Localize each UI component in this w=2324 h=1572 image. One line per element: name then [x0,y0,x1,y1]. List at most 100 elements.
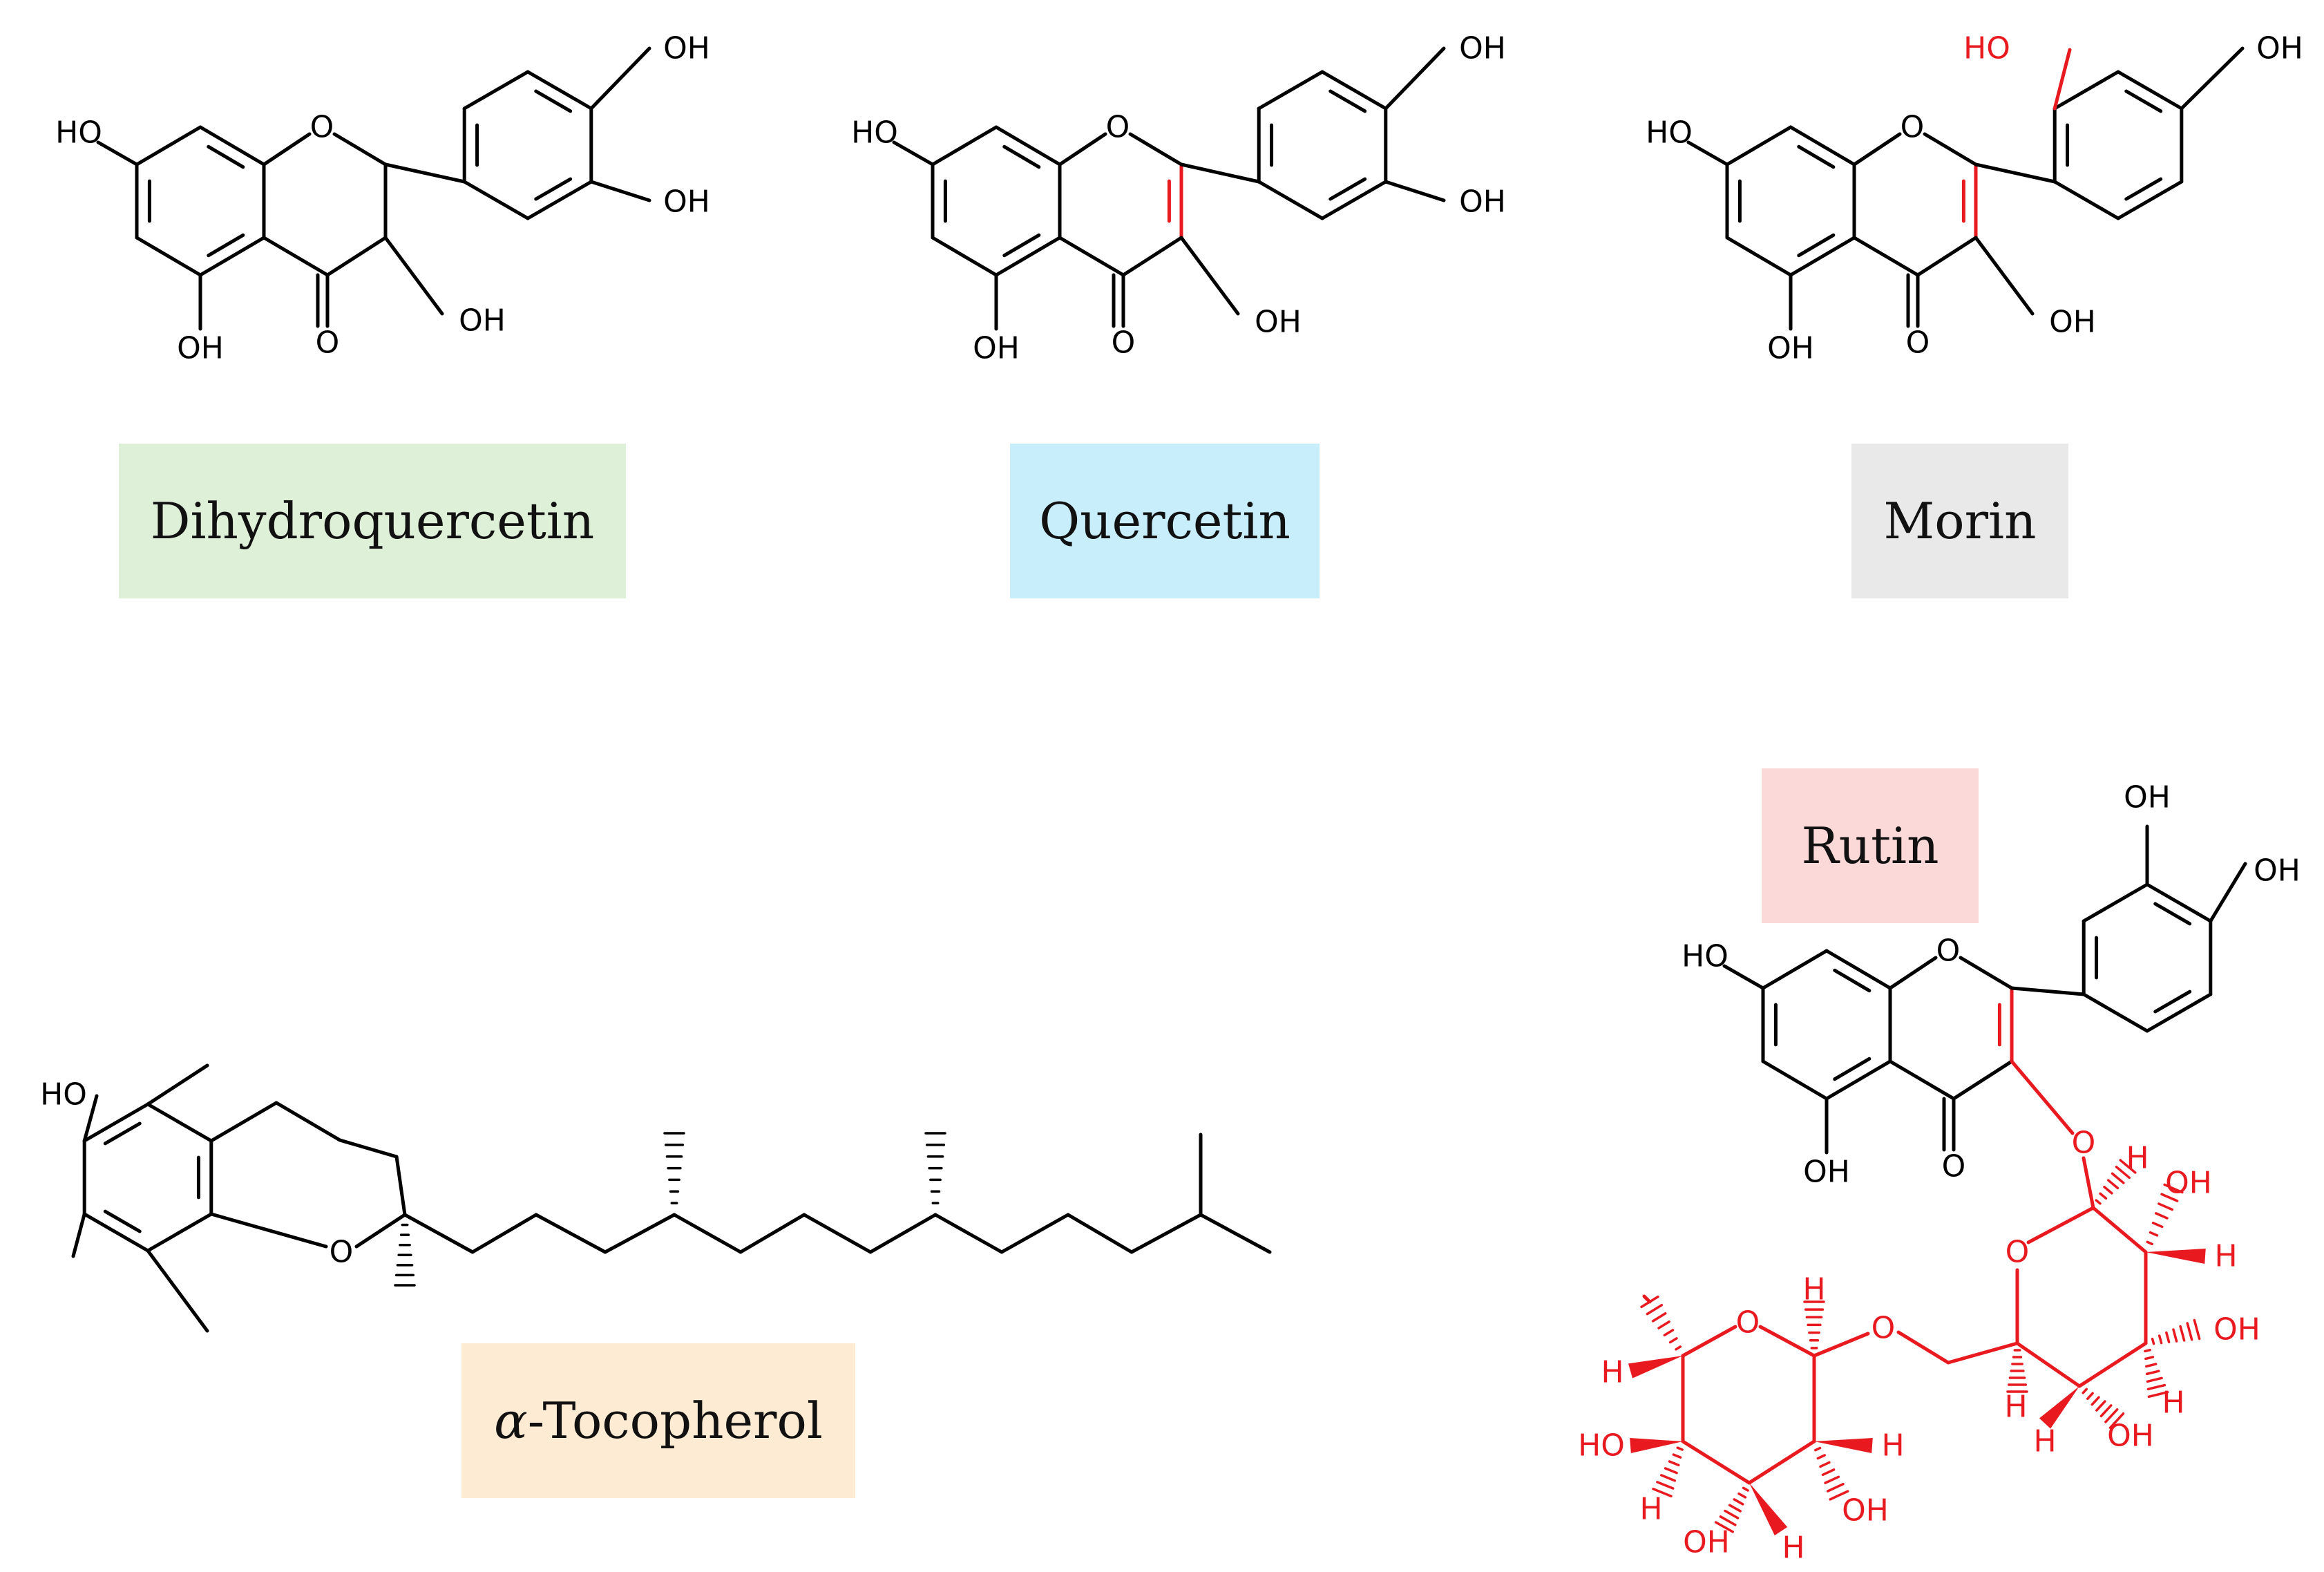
toc-aromatic-bond [82,1212,150,1253]
toc-aromatic-double [103,1121,142,1146]
hash-line [1819,1461,1831,1468]
que-ring-a-double [1002,144,1041,169]
que-ring-b-double [1328,89,1367,113]
rut-glc-bond [2091,1206,2148,1254]
hash-line [2145,1370,2160,1376]
toc-methyl5 [146,1063,209,1106]
label-quercetin-text: Quercetin [1039,492,1290,550]
hash-line [2082,1388,2088,1394]
mor-c2-b-bond [1974,162,2057,184]
dhq-oh5-label: OH [177,331,224,366]
rut-rha-h1 [1803,1300,1825,1350]
hash-line [2119,1159,2137,1174]
hash-line [1646,1303,1664,1316]
hash-line [1657,1320,1670,1329]
hash-line [2172,1328,2178,1343]
rut-ring-a-bond [1825,949,1892,990]
label-rutin: Rutin [1762,768,1979,923]
hash-line [2108,1412,2125,1430]
mor-ring-b-double [2124,89,2163,113]
mor-ring-a-bond [1789,125,1856,167]
dhq-ring-c-bond [262,132,312,167]
rut-oh4-label: OH [2254,853,2301,889]
rut-ring-b-bond [2145,882,2213,923]
que-ring-a-double [1002,233,1041,258]
rut-ring-o: O [1936,934,1961,969]
hash-line [1656,1481,1675,1490]
hash-line [2090,1396,2100,1406]
mor-ring-c-bond [1923,132,1978,167]
dhq-ring-b-double [534,177,573,201]
hash-line [1724,1509,1740,1519]
que-oh4-label: OH [1459,31,1506,66]
toc-pyran-bond [394,1155,407,1217]
rut-carbonyl-o: O [1942,1149,1966,1184]
hash-line [1664,1467,1678,1475]
hash-line [1672,1453,1682,1459]
hash-line [2165,1331,2171,1344]
toc-chain-bond [802,1213,873,1254]
toc-pyran-bond [354,1213,407,1249]
hash-line [1816,1454,1826,1460]
rut-glc-oh4 [2082,1388,2125,1430]
toc-methyl8 [146,1249,209,1333]
rut-rha-h3 [1749,1483,1788,1536]
rut-ring-c-bond [1959,956,2014,990]
rut-ring-b-double [2153,989,2192,1014]
mor-ring-a-bond [1789,236,1856,277]
rut-glc-h2-label: H [2214,1239,2237,1274]
toc-pyran-bond [338,1138,399,1159]
hash-line [2158,1334,2163,1345]
toc-pyran-bond [274,1101,342,1142]
rut-rha-bond [1681,1325,1737,1358]
toc-pyran-bond [209,1212,328,1249]
toc-chain-bond [933,1213,1004,1254]
mor-ring-a-double [1797,233,1836,258]
rut-o-c1-bond [2082,1156,2095,1210]
hash-line [1675,1345,1682,1351]
toc-pyran-bond [209,1101,278,1143]
hash-line [2193,1318,2201,1341]
toc-chain-methyl-4 [663,1132,685,1204]
que-ring-c-bond [1128,132,1183,167]
rut-ring-a-double [1833,1057,1871,1081]
rut-rha-h5 [1628,1356,1683,1379]
rut-ring-b-bond [2082,882,2149,923]
rut-glc-bond [2026,1206,2095,1244]
hash-line [1676,1446,1684,1451]
hash-line [2146,1376,2163,1383]
toc-methyl7 [71,1212,86,1258]
dhq-ring-b-double [534,89,573,113]
dhq-oh3-bond [589,180,651,202]
rut-rha-h4-label: H [1639,1492,1662,1527]
toc-c2-methyl [394,1223,416,1287]
hash-line [2144,1348,2151,1353]
mor-oh7-bond [1686,140,1729,167]
dhq-ring-a-bond [135,236,202,277]
rut-glc-h4-label: H [2033,1424,2056,1459]
rut-oh5-label: OH [1803,1155,1850,1190]
hash-line [2099,1404,2113,1418]
que-oh7-bond [892,140,935,167]
que-oh3-bond [1384,180,1446,202]
que-ring-a-bond [994,236,1062,277]
mor-ring-b-bond [2116,180,2184,220]
toc-chain-bond [1130,1213,1203,1254]
hash-line [2144,1356,2155,1361]
hash-line [2145,1363,2158,1368]
mor-carbonyl-o: O [1906,325,1930,361]
toc-chain-methyl-8 [924,1132,946,1204]
rut-rha-h3-label: H [1782,1531,1804,1566]
hash-line [2146,1240,2153,1246]
rut-glc-oh3-label: OH [2213,1312,2260,1347]
hash-line [2086,1392,2094,1401]
hash-line [1737,1492,1747,1499]
label-rutin-text: Rutin [1801,817,1939,875]
toc-oh-label: HO [40,1077,87,1112]
dhq-ring-a-double [207,144,245,169]
rut-rha-oh2-label: OH [1842,1493,1889,1528]
hash-line [1826,1482,1845,1493]
rut-glc-h3 [2144,1348,2169,1399]
toc-chain-bond [534,1213,607,1254]
